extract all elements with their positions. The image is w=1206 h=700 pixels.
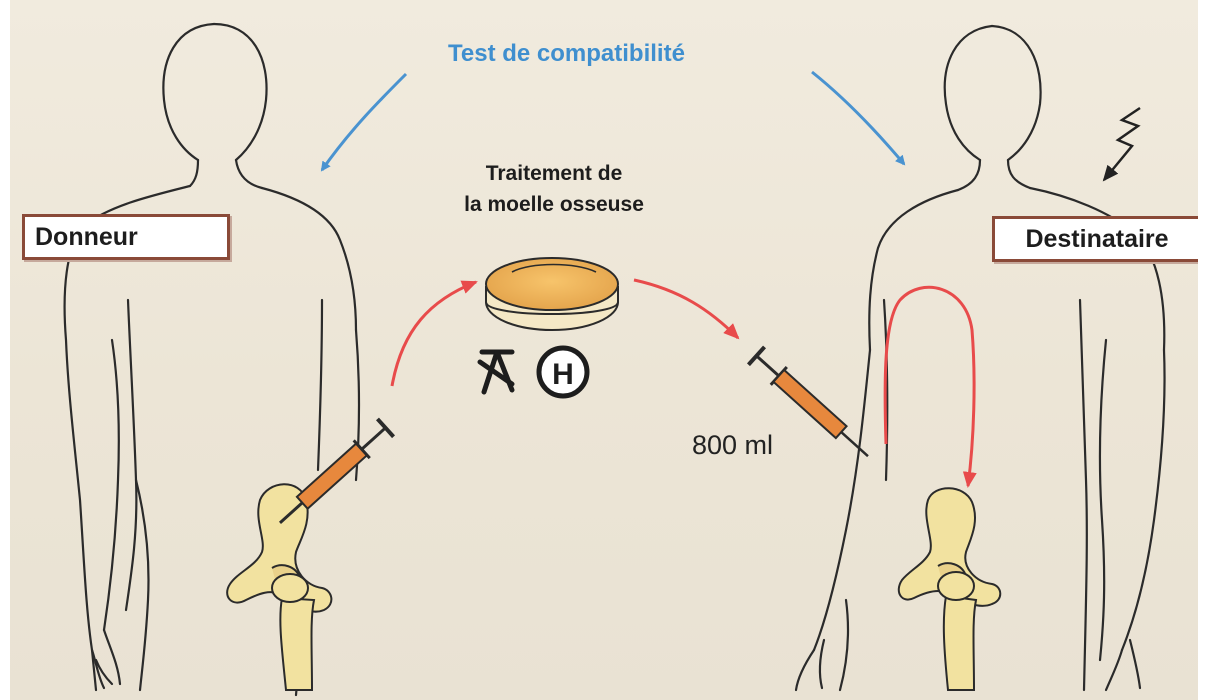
donor-hip-bone <box>227 484 331 690</box>
heparin-h-icon: H <box>539 348 587 396</box>
volume-label: 800 ml <box>692 430 773 461</box>
compatibility-arrows <box>322 72 904 170</box>
svg-text:H: H <box>552 358 574 391</box>
compatibility-test-title: Test de compatibilité <box>448 40 685 68</box>
treatment-line-2: la moelle osseuse <box>440 189 668 220</box>
donor-label: Donneur <box>22 214 230 260</box>
irradiation-lightning-icon <box>1104 108 1140 180</box>
recipient-label: Destinataire <box>992 216 1202 262</box>
petri-dish-icon <box>486 258 618 330</box>
treatment-line-1: Traitement de <box>440 158 668 189</box>
bone-marrow-treatment-label: Traitement de la moelle osseuse <box>440 158 668 220</box>
syringe-icon <box>272 419 394 532</box>
radiation-symbol-icon <box>480 352 512 392</box>
recipient-hip-bone <box>899 488 1000 690</box>
